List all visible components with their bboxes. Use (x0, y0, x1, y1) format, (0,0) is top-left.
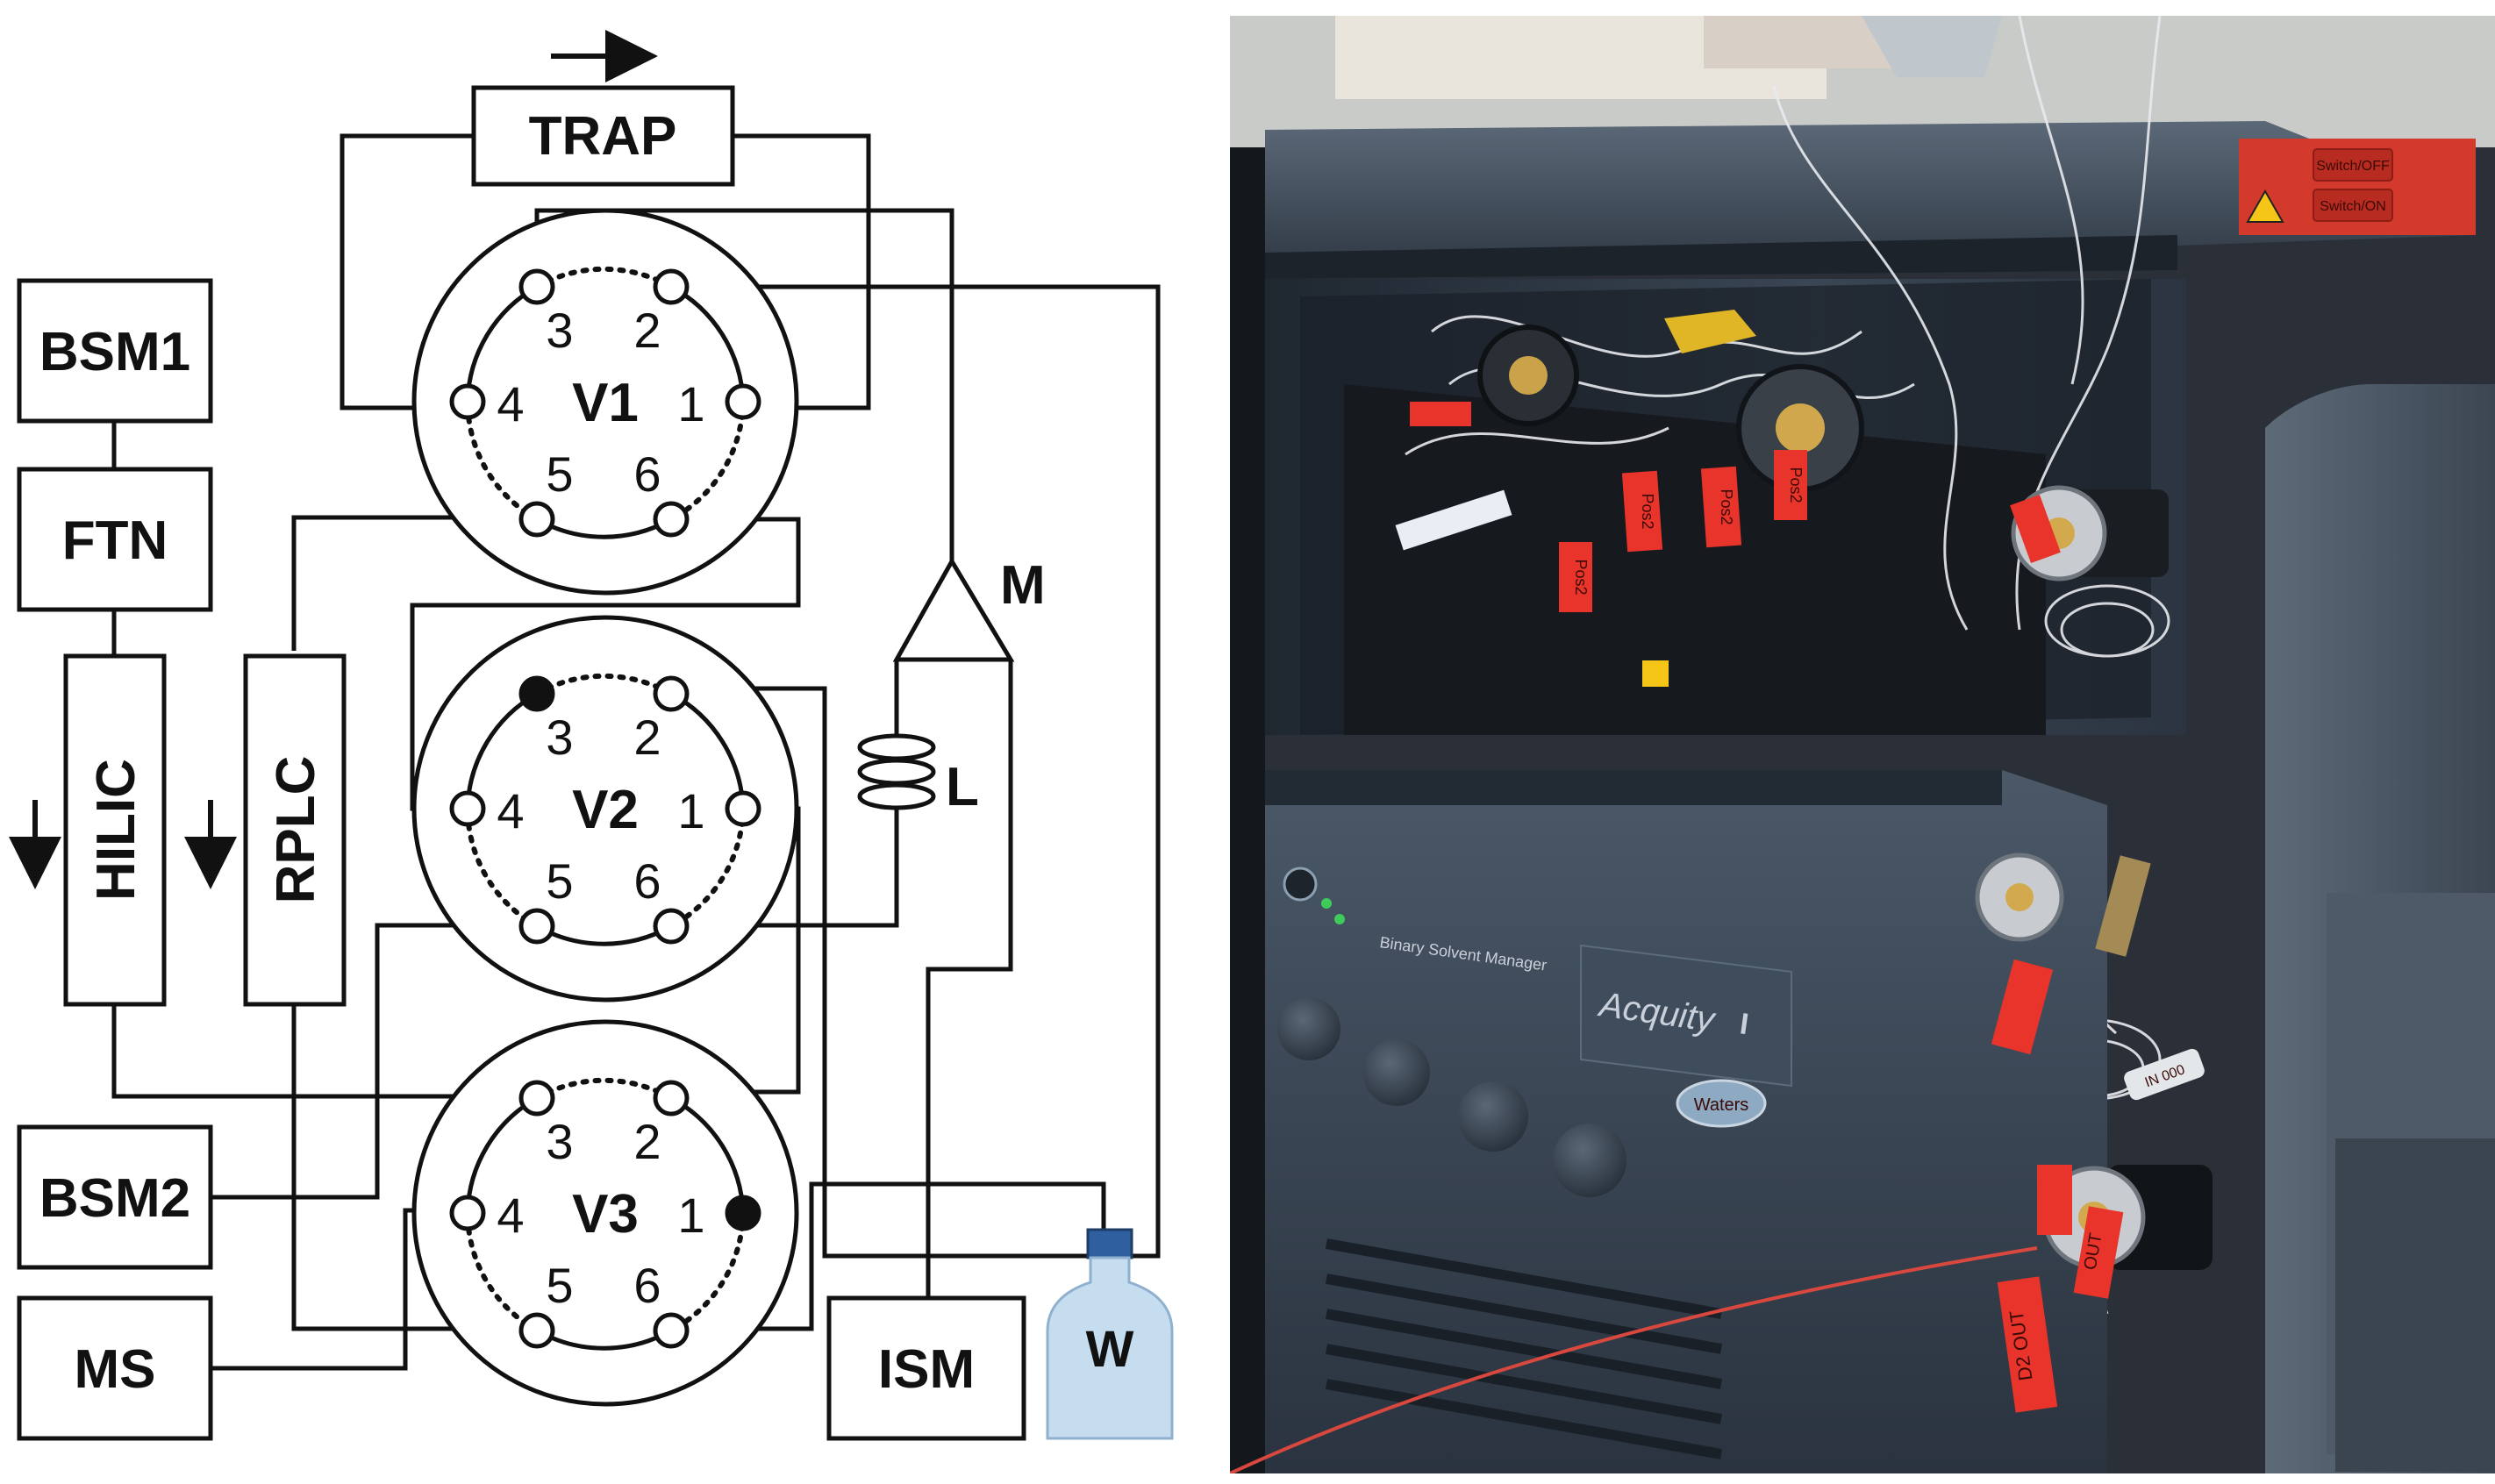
svg-text:MS: MS (75, 1339, 156, 1400)
port-label: 4 (497, 783, 524, 838)
port-6-v3 (653, 1312, 690, 1349)
position-sticker: Pos2 (1774, 450, 1807, 520)
port-4-v1 (449, 383, 486, 420)
port-label: 6 (633, 446, 661, 502)
port-3-v1 (518, 268, 555, 305)
svg-text:Switch/ON: Switch/ON (2320, 199, 2386, 214)
solvent-manager-module: Binary Solvent Manager Acquity I Waters (1265, 770, 2107, 1473)
svg-text:Waters: Waters (1694, 1095, 1749, 1115)
port-1-v3 (725, 1195, 761, 1231)
out-tag: D2 OUT (1997, 1276, 2058, 1413)
port-3-v3 (518, 1080, 555, 1117)
svg-text:BSM1: BSM1 (39, 322, 190, 382)
valve-v1: 12 345 6 V1 (411, 208, 799, 596)
port-1-v1 (725, 383, 761, 420)
port-label: 1 (677, 783, 704, 838)
port-1-v2 (725, 790, 761, 827)
port-label: 4 (497, 376, 524, 432)
out-tag-short: OUT (2073, 1206, 2124, 1299)
rplc-column: RPLC (243, 653, 347, 1007)
svg-text:M: M (1000, 555, 1046, 616)
waters-logo (1676, 1079, 1767, 1128)
red-tubing (1230, 1246, 2038, 1473)
port-label: 1 (677, 1188, 704, 1243)
yellow-handle (1664, 310, 1756, 353)
valve-v3: 12 345 6 V3 (411, 1019, 799, 1407)
port-5-v2 (518, 908, 555, 945)
instrument-photo: Switch/OFF Switch/ON Pos2 (1230, 16, 2495, 1473)
valve-label: V2 (572, 780, 639, 840)
port-label: 5 (546, 853, 573, 909)
valve-label: V3 (572, 1184, 639, 1245)
port-label: 2 (633, 1114, 661, 1169)
ms-box: MS (17, 1295, 213, 1441)
right-cabinet (2265, 384, 2495, 1473)
port-4-v2 (449, 790, 486, 827)
port-label: 4 (497, 1188, 524, 1243)
bsm2-box: BSM2 (17, 1124, 213, 1270)
switch-panel: Switch/OFF Switch/ON (2239, 139, 2476, 235)
svg-text:Pos2: Pos2 (1572, 559, 1590, 595)
mixer-icon: M (892, 555, 1046, 662)
port-label: 6 (633, 1258, 661, 1313)
valve-label: V1 (572, 373, 639, 433)
warning-icon (1642, 660, 1669, 687)
loop-label: L (946, 757, 979, 817)
position-sticker: Pos2 (1700, 466, 1742, 548)
trap-box: TRAP (471, 85, 735, 187)
port-label: 6 (633, 853, 661, 909)
port-2-v1 (653, 268, 690, 305)
power-button[interactable] (1283, 867, 1318, 902)
status-led (1321, 898, 1332, 909)
svg-text:TRAP: TRAP (529, 106, 677, 167)
port-label: 2 (633, 710, 661, 765)
svg-text:Pos2: Pos2 (1639, 493, 1656, 529)
svg-text:W: W (1086, 1321, 1134, 1378)
port-label: 5 (546, 446, 573, 502)
svg-text:Pos2: Pos2 (1718, 489, 1735, 524)
port-5-v3 (518, 1312, 555, 1349)
vent-grille (1325, 1238, 1723, 1459)
status-led (1334, 914, 1345, 924)
svg-text:RPLC: RPLC (266, 756, 326, 904)
ism-box: ISM (826, 1295, 1026, 1441)
svg-text:Switch/OFF: Switch/OFF (2316, 159, 2390, 174)
port-2-v3 (653, 1080, 690, 1117)
port-6-v1 (653, 501, 690, 538)
flow-diagram: TRAP BSM1 FTN HILIC RPLC BSM2 MS ISM M L (9, 30, 1174, 1441)
svg-text:ISM: ISM (878, 1339, 975, 1400)
port-6-v2 (653, 908, 690, 945)
top-panel (1265, 121, 2476, 261)
port-label: 3 (546, 303, 573, 358)
port-2-v2 (653, 675, 690, 712)
port-label: 3 (546, 1114, 573, 1169)
svg-text:Pos2: Pos2 (1787, 467, 1805, 503)
ftn-box: FTN (17, 467, 213, 612)
upper-valve-left (1477, 325, 1579, 426)
port-label: 2 (633, 303, 661, 358)
svg-text:HILIC: HILIC (86, 759, 147, 901)
position-sticker: Pos2 (1559, 542, 1592, 612)
position-sticker: Pos2 (1621, 470, 1663, 553)
hilic-column: HILIC (63, 653, 167, 1007)
svg-text:FTN: FTN (62, 510, 168, 571)
port-label: 3 (546, 710, 573, 765)
port-3-v2 (518, 675, 555, 712)
svg-text:BSM2: BSM2 (39, 1168, 190, 1229)
port-4-v3 (449, 1195, 486, 1231)
port-label: 1 (677, 376, 704, 432)
waste-bottle: W (1046, 1228, 1174, 1440)
port-5-v1 (518, 501, 555, 538)
side-valve-middle (1975, 853, 2151, 957)
loop-coil-icon (857, 733, 936, 810)
port-label: 5 (546, 1258, 573, 1313)
valve-v2: 12 345 6 V2 (411, 615, 799, 1002)
bsm1-box: BSM1 (17, 278, 213, 424)
